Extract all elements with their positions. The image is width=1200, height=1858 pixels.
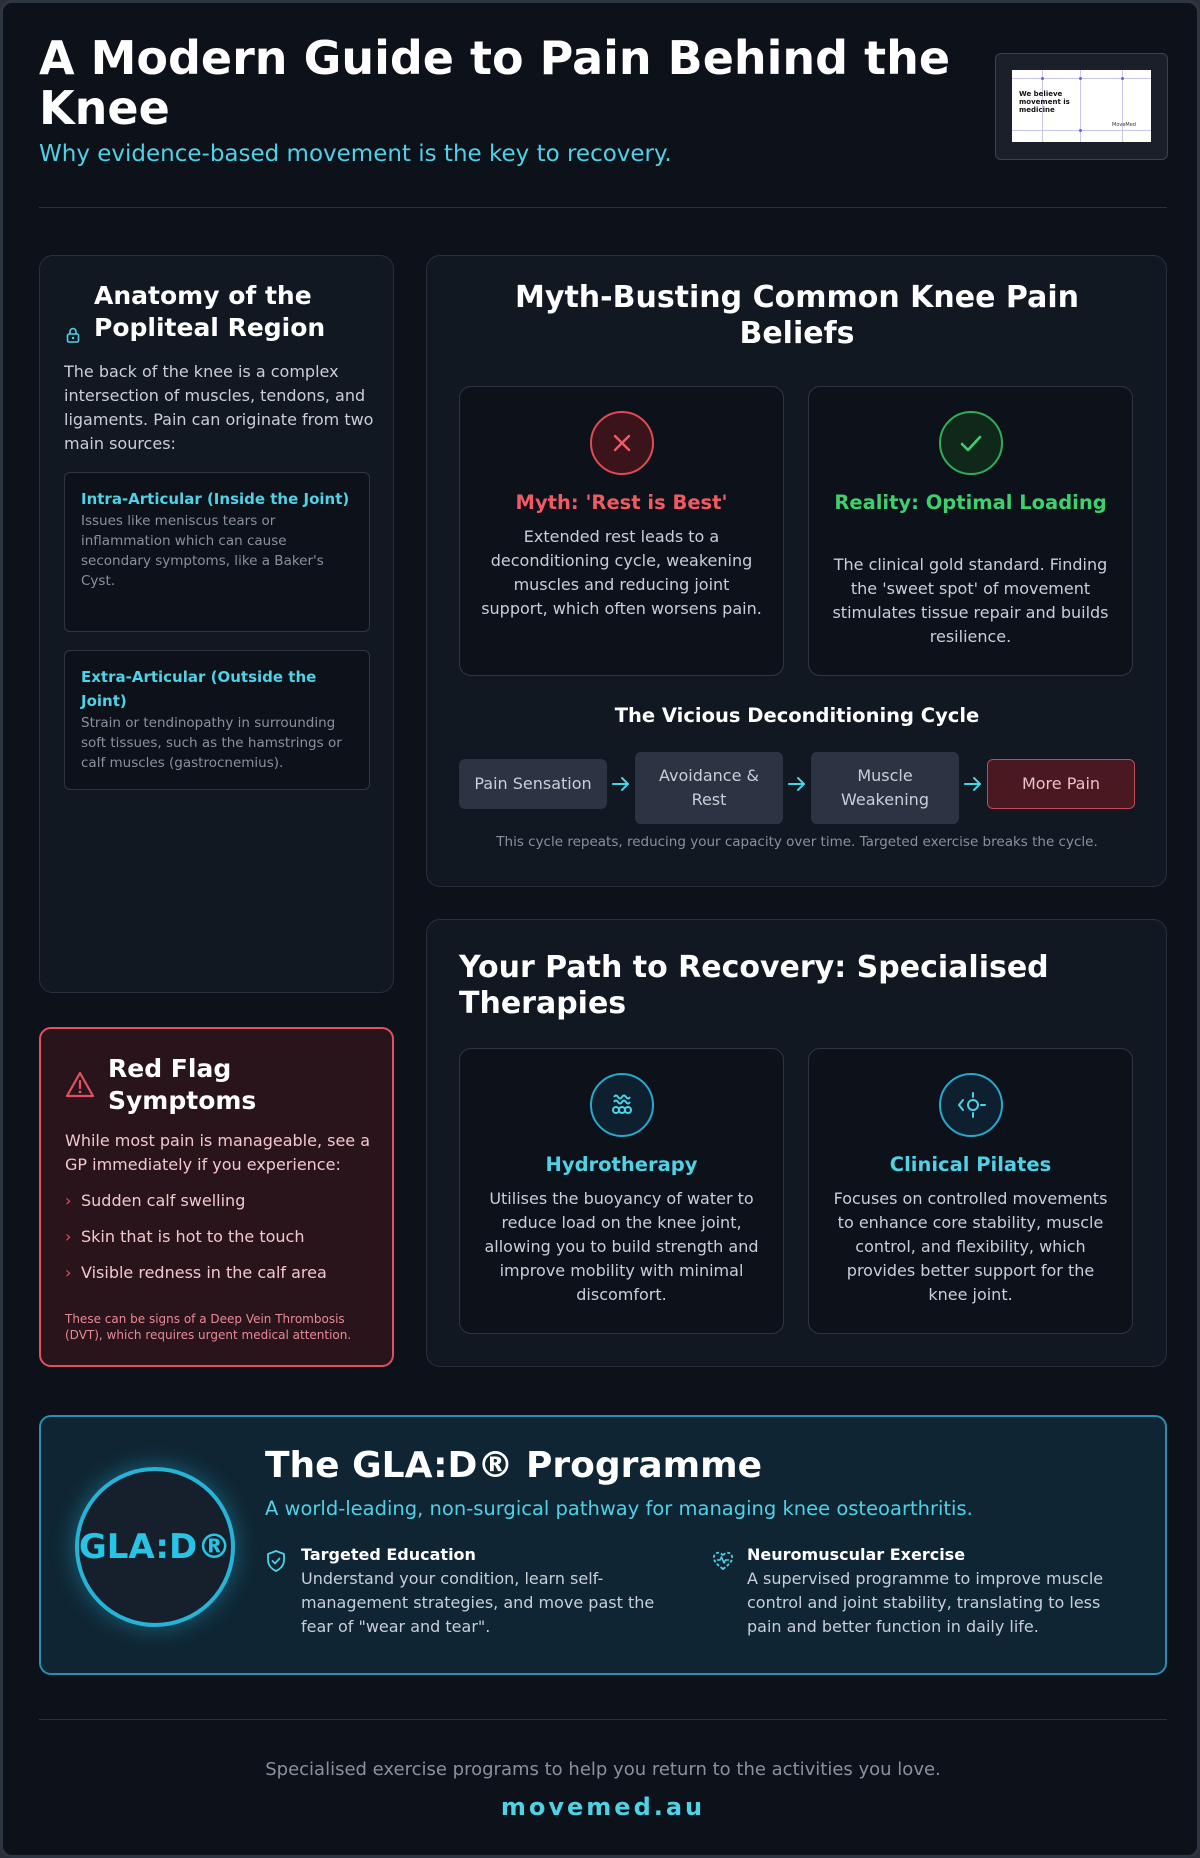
recovery-card: Your Path to Recovery: Specialised Thera… — [426, 919, 1167, 1367]
reality-box: Reality: Optimal Loading The clinical go… — [808, 386, 1133, 676]
warning-icon — [65, 1071, 95, 1098]
list-item: › Sudden calf swelling — [65, 1191, 327, 1227]
source-title: Intra-Articular (Inside the Joint) — [81, 490, 350, 508]
thumb-dot — [1041, 77, 1044, 80]
red-flag-description: While most pain is manageable, see a GP … — [65, 1131, 371, 1174]
anatomy-description: The back of the knee is a complex inters… — [64, 362, 374, 453]
cycle-note: This cycle repeats, reducing your capaci… — [496, 834, 1098, 850]
footer-divider — [39, 1719, 1167, 1720]
pilates-box: Clinical Pilates Focuses on controlled m… — [808, 1048, 1133, 1334]
close-icon — [613, 434, 630, 452]
anatomy-card: Anatomy of the Popliteal Region The back… — [39, 255, 394, 993]
heart-pulse-icon — [713, 1551, 733, 1571]
brand-thumbnail[interactable]: We believe movement is medicine MoveMed — [995, 53, 1168, 160]
cycle-step: Muscle Weakening — [811, 752, 959, 824]
header-divider — [39, 207, 1167, 208]
red-flag-list: › Sudden calf swelling › Skin that is hot … — [65, 1191, 327, 1299]
myth-title: Myth: 'Rest is Best' — [515, 491, 728, 514]
thumb-dot — [1079, 77, 1082, 80]
list-item-text: Sudden calf swelling — [81, 1191, 246, 1210]
dvt-note: These can be signs of a Deep Vein Thromb… — [65, 1312, 352, 1342]
list-item-text: Skin that is hot to the touch — [81, 1227, 305, 1246]
myth-busting-title: Myth-Busting Common Knee Pain Beliefs — [515, 280, 1079, 351]
cycle-step-final: More Pain — [987, 759, 1135, 809]
glad-title: The GLA:D® Programme — [265, 1445, 763, 1486]
feature-title: Neuromuscular Exercise — [747, 1545, 966, 1564]
glad-programme-card: GLA:D® The GLA:D® Programme A world-lead… — [39, 1415, 1167, 1675]
reality-text: The clinical gold standard. Finding the … — [832, 555, 1109, 646]
pilates-badge — [938, 1073, 1003, 1137]
water-icon — [611, 1094, 632, 1114]
extra-articular-box: Extra-Articular (Outside the Joint) Stra… — [64, 650, 370, 790]
myth-box: Myth: 'Rest is Best' Extended rest leads… — [459, 386, 784, 676]
list-item: › Skin that is hot to the touch — [65, 1227, 327, 1263]
thumb-dot — [1121, 77, 1124, 80]
header: A Modern Guide to Pain Behind the Knee W… — [39, 33, 999, 167]
myth-busting-card: Myth-Busting Common Knee Pain Beliefs My… — [426, 255, 1167, 887]
thumb-grid-line — [1122, 70, 1123, 142]
thumbnail-image: We believe movement is medicine MoveMed — [1012, 70, 1151, 142]
arrow-right-icon — [964, 777, 981, 791]
page-title: A Modern Guide to Pain Behind the Knee — [39, 31, 951, 135]
reality-badge — [938, 411, 1003, 475]
thumbnail-brand: MoveMed — [1112, 122, 1136, 128]
glad-logo: GLA:D® — [78, 1527, 232, 1567]
therapy-title: Hydrotherapy — [545, 1153, 698, 1176]
hydrotherapy-box: Hydrotherapy Utilises the buoyancy of wa… — [459, 1048, 784, 1334]
recovery-title: Your Path to Recovery: Specialised Thera… — [459, 950, 1049, 1021]
chevron-right-icon: › — [65, 1263, 72, 1282]
shield-check-icon — [267, 1550, 285, 1572]
lock-icon — [66, 327, 80, 343]
arrow-right-icon — [788, 777, 805, 791]
arrow-right-icon — [612, 777, 629, 791]
therapy-title: Clinical Pilates — [889, 1153, 1052, 1176]
page-subtitle: Why evidence-based movement is the key t… — [39, 141, 672, 167]
myth-badge — [589, 411, 654, 475]
thumbnail-headline: We believe movement is medicine — [1019, 90, 1070, 114]
source-text: Issues like meniscus tears or inflammati… — [81, 513, 324, 589]
list-item-text: Visible redness in the calf area — [81, 1263, 327, 1282]
thumb-dot — [1079, 129, 1082, 132]
feature-text: A supervised programme to improve muscle… — [747, 1569, 1104, 1636]
glad-subtitle: A world-leading, non-surgical pathway fo… — [265, 1497, 973, 1520]
myth-text: Extended rest leads to a deconditioning … — [481, 527, 762, 618]
chevron-right-icon: › — [65, 1191, 72, 1210]
cycle-step: Avoidance & Rest — [635, 752, 783, 824]
thumb-grid-line — [1042, 70, 1043, 142]
source-text: Strain or tendinopathy in surrounding so… — [81, 715, 342, 771]
therapy-text: Utilises the buoyancy of water to reduce… — [484, 1189, 759, 1304]
feature-text: Understand your condition, learn self-ma… — [301, 1569, 655, 1636]
list-item: › Visible redness in the calf area — [65, 1263, 327, 1299]
reality-title: Reality: Optimal Loading — [834, 491, 1107, 514]
footer-link[interactable]: movemed.au — [500, 1793, 706, 1821]
footer-tagline: Specialised exercise programs to help yo… — [265, 1759, 941, 1780]
hydrotherapy-badge — [589, 1073, 654, 1137]
feature-title: Targeted Education — [301, 1545, 476, 1564]
thumb-grid-line — [1080, 70, 1081, 142]
intra-articular-box: Intra-Articular (Inside the Joint) Issue… — [64, 472, 370, 632]
glad-logo-badge: GLA:D® — [75, 1467, 235, 1627]
red-flag-title: Red Flag Symptoms — [108, 1054, 257, 1115]
checkmark-icon — [960, 435, 981, 452]
anatomy-title: Anatomy of the Popliteal Region — [94, 281, 326, 342]
chevron-right-icon: › — [65, 1227, 72, 1246]
cycle-title: The Vicious Deconditioning Cycle — [614, 704, 980, 727]
balance-icon — [957, 1092, 986, 1118]
cycle-step: Pain Sensation — [459, 759, 607, 809]
red-flag-card: Red Flag Symptoms While most pain is man… — [39, 1027, 394, 1367]
therapy-text: Focuses on controlled movements to enhan… — [833, 1189, 1108, 1304]
source-title: Extra-Articular (Outside the Joint) — [81, 668, 317, 710]
